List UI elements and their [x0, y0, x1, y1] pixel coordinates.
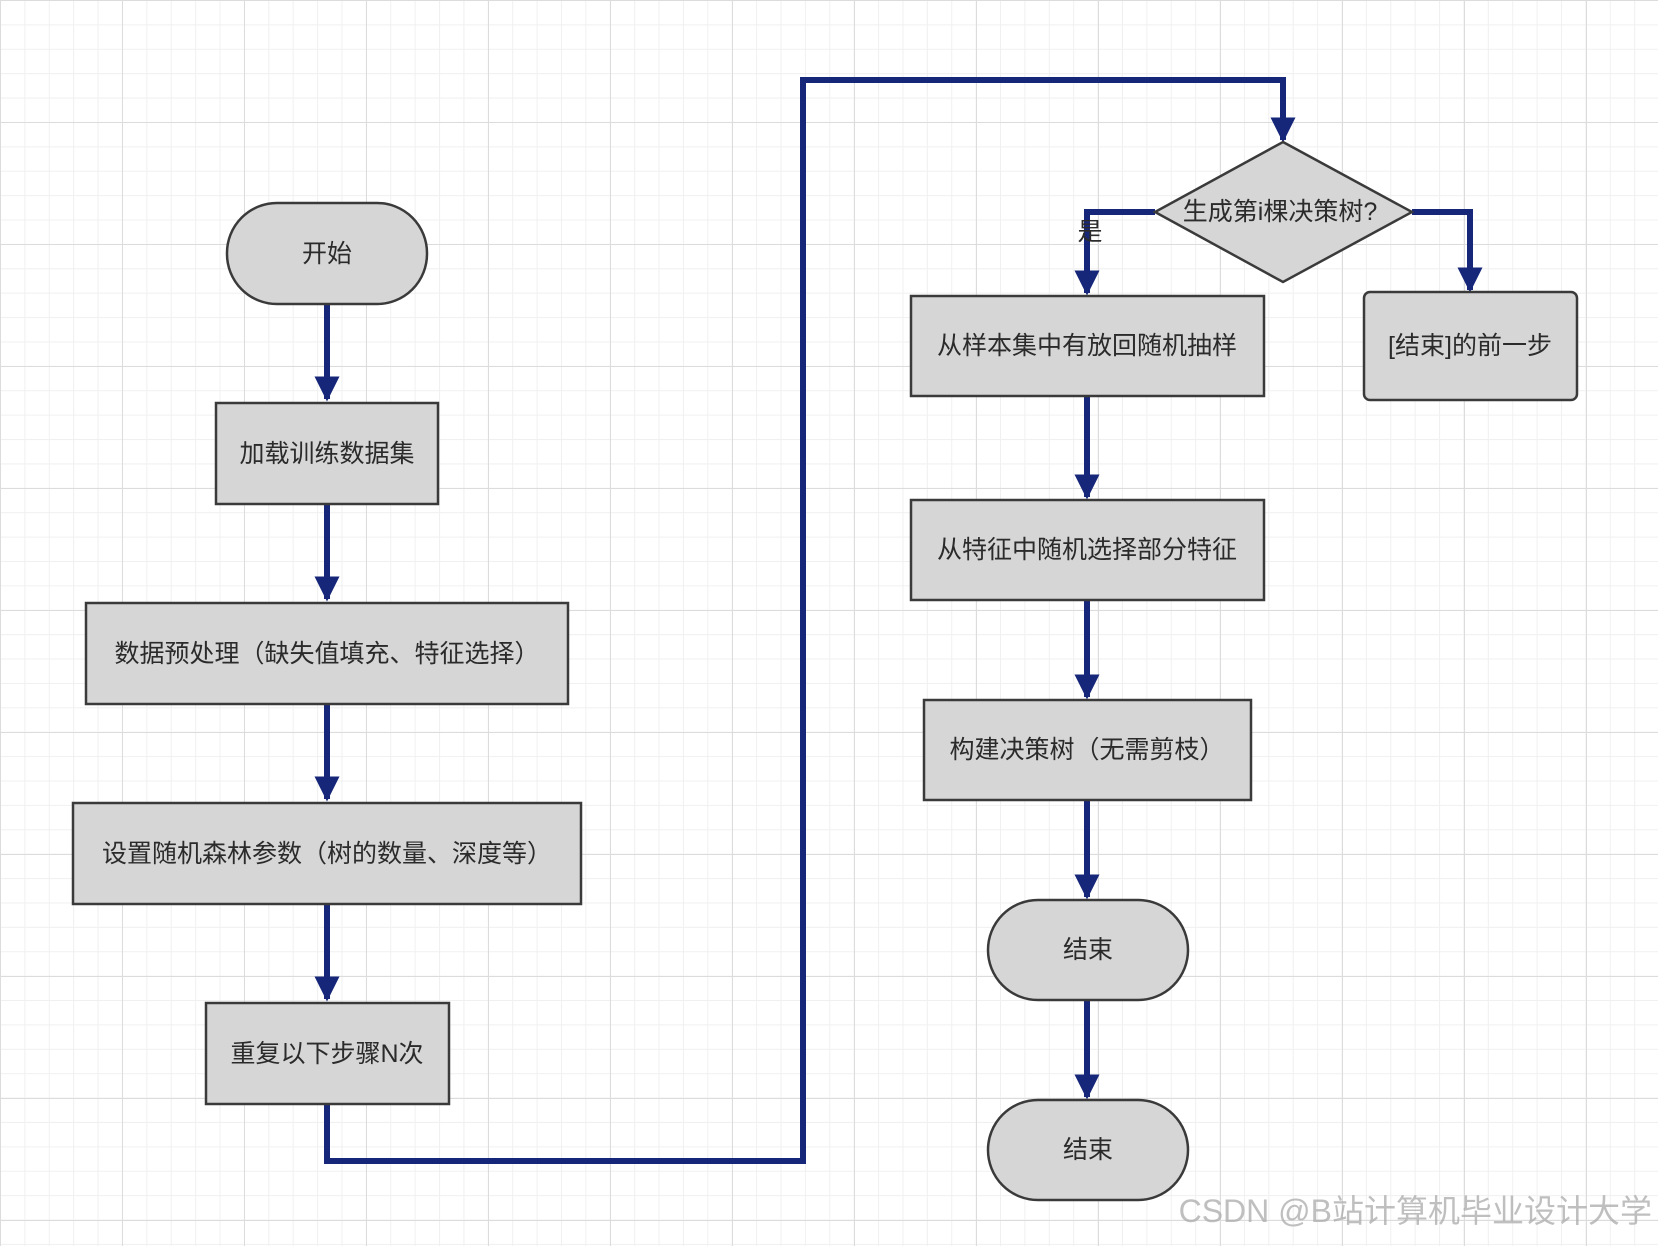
repeat-node[interactable] [204, 1001, 451, 1106]
watermark: CSDN @B站计算机毕业设计大学 [1178, 1193, 1652, 1229]
repeat-label: 重复以下步骤N次 [230, 1040, 423, 1068]
preprocess-node[interactable] [84, 601, 570, 706]
build-tree-label: 构建决策树（无需剪枝） [949, 736, 1224, 764]
features-label: 从特征中随机选择部分特征 [937, 536, 1237, 564]
edge-repeat-to-decision [324, 77, 1296, 1164]
decision-label: 生成第i棵决策树? [1183, 198, 1377, 226]
preprocess-label: 数据预处理（缺失值填充、特征选择） [114, 640, 539, 668]
end-node-2[interactable] [986, 1098, 1190, 1202]
sample-label: 从样本集中有放回随机抽样 [937, 332, 1237, 360]
params-label: 设置随机森林参数（树的数量、深度等） [102, 840, 552, 868]
end-label-1: 结束 [1063, 936, 1113, 964]
prev-end-node[interactable] [1362, 290, 1579, 402]
sample-node[interactable] [909, 294, 1266, 398]
start-label: 开始 [302, 240, 352, 268]
build-tree-node[interactable] [922, 698, 1253, 802]
start-node[interactable] [225, 201, 429, 306]
prev-end-label: [结束]的前一步 [1388, 332, 1552, 360]
edge-decision-yes-to-sample [1074, 209, 1155, 296]
features-node[interactable] [909, 498, 1266, 602]
decision-node[interactable] [1152, 140, 1415, 284]
load-data-node[interactable] [214, 401, 440, 506]
edge-label-yes: 是 [1077, 218, 1102, 246]
end-node-1[interactable] [986, 898, 1190, 1002]
load-data-label: 加载训练数据集 [239, 440, 414, 468]
edge-decision-to-prev-end [1412, 209, 1483, 293]
end-label-2: 结束 [1063, 1136, 1113, 1164]
params-node[interactable] [71, 801, 583, 906]
